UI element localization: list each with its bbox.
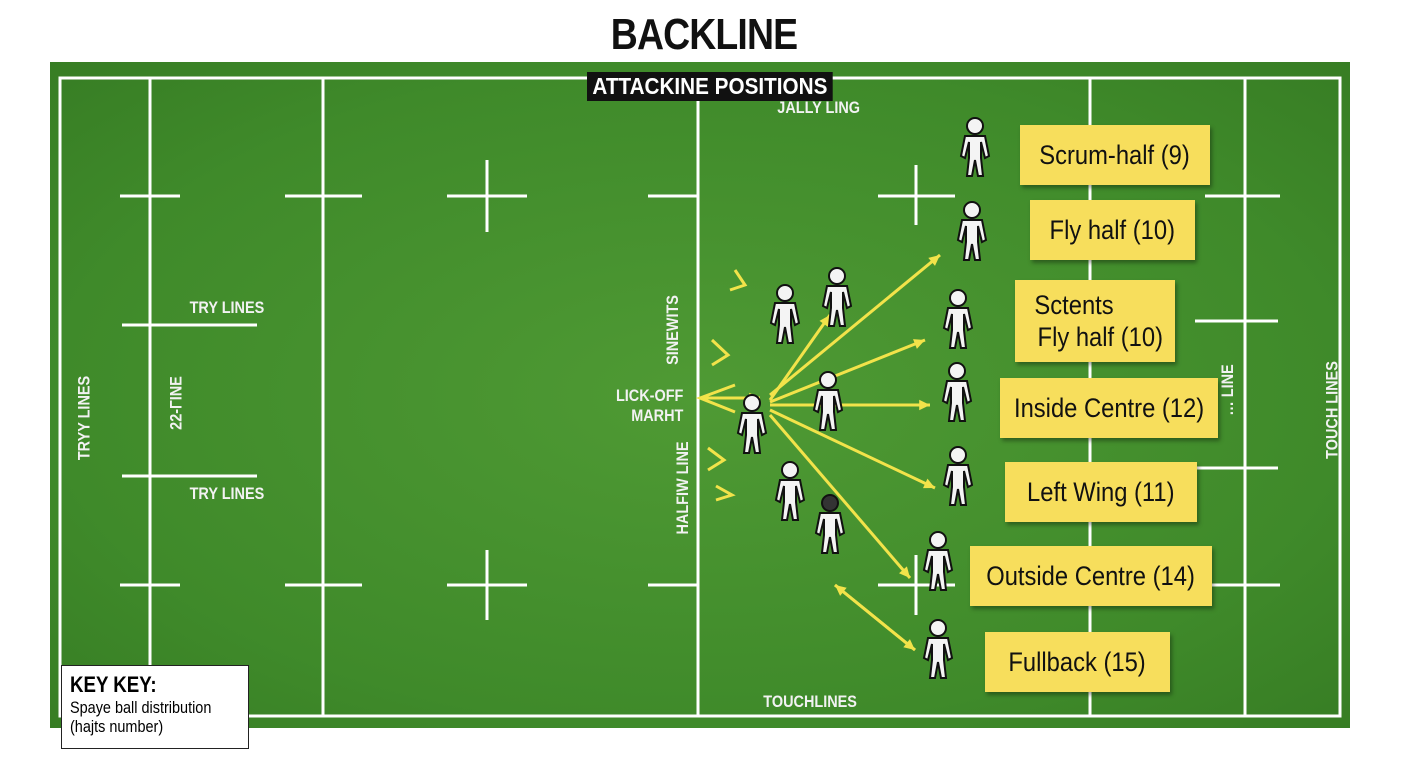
arrow-head xyxy=(923,478,935,489)
label-try-lines-bottom: TRY LINES xyxy=(189,484,265,503)
label-touchlines-bottom: TOUCHLINES xyxy=(763,692,857,711)
player-icon xyxy=(941,362,973,422)
player-icon xyxy=(959,117,991,177)
player-icon xyxy=(942,289,974,349)
position-label-outside-centre: Outside Centre (14) xyxy=(970,546,1212,606)
chevron-mark xyxy=(715,484,736,502)
player-icon xyxy=(736,394,768,454)
position-label-fullback: Fullback (15) xyxy=(985,632,1170,692)
label-touch-lines: TOUCH LINES xyxy=(1322,361,1342,459)
position-label-inside-centre: Inside Centre (12) xyxy=(1000,378,1218,438)
key-legend: KEY KEY: Spaye ball distribution (hajts … xyxy=(61,665,249,749)
pass-arrow xyxy=(834,583,916,652)
chevron-mark xyxy=(695,383,736,414)
position-label-fly-half: Fly half (10) xyxy=(1030,200,1195,260)
player-icon xyxy=(942,446,974,506)
position-label-left-wing: Left Wing (11) xyxy=(1005,462,1197,522)
players xyxy=(736,117,991,679)
pass-arrow xyxy=(768,414,912,579)
player-icon xyxy=(956,201,988,261)
label-halfway: HALFIW LINE xyxy=(672,441,692,535)
label-right-partial: … LINE xyxy=(1218,364,1238,416)
pass-arrows xyxy=(695,253,941,652)
key-line-1: Spaye ball distribution xyxy=(70,698,212,717)
diagram-title: BACKLINE xyxy=(610,10,798,59)
player-icon xyxy=(922,619,954,679)
player-icon xyxy=(812,371,844,431)
key-heading: KEY KEY: xyxy=(70,672,157,697)
label-top-center: JALLY LING xyxy=(777,98,861,117)
pass-arrow xyxy=(769,253,941,397)
chevron-mark xyxy=(710,338,731,367)
arrow-head xyxy=(928,255,940,266)
key-line-2: (hajts number) xyxy=(70,717,164,736)
arrow-head xyxy=(919,399,930,411)
player-icon xyxy=(774,461,806,521)
pass-arrow xyxy=(769,338,926,404)
arrow-head xyxy=(913,339,925,349)
label-sinewits: SINEWITS xyxy=(663,295,683,365)
pitch-lines xyxy=(58,76,1342,718)
arrow-head xyxy=(899,566,910,578)
label-try-lines-top: TRY LINES xyxy=(189,298,265,317)
player-icon xyxy=(769,284,801,344)
player-icon xyxy=(821,267,853,327)
pass-arrow xyxy=(769,408,936,490)
player-icon xyxy=(922,531,954,591)
arrow-head xyxy=(835,585,847,596)
label-left-try-lines: TRYY LINES xyxy=(74,375,94,461)
chevron-mark xyxy=(707,446,727,472)
player-icon xyxy=(814,494,846,554)
label-22-line: 22-ΓINE xyxy=(166,376,186,430)
chevron-mark xyxy=(729,269,748,292)
arrow-head xyxy=(819,315,830,327)
subtitle-banner: ATTACKINE POSITIONS xyxy=(587,72,833,101)
position-label-scrum-half: Scrum-half (9) xyxy=(1020,125,1210,185)
pass-arrow xyxy=(768,314,832,401)
